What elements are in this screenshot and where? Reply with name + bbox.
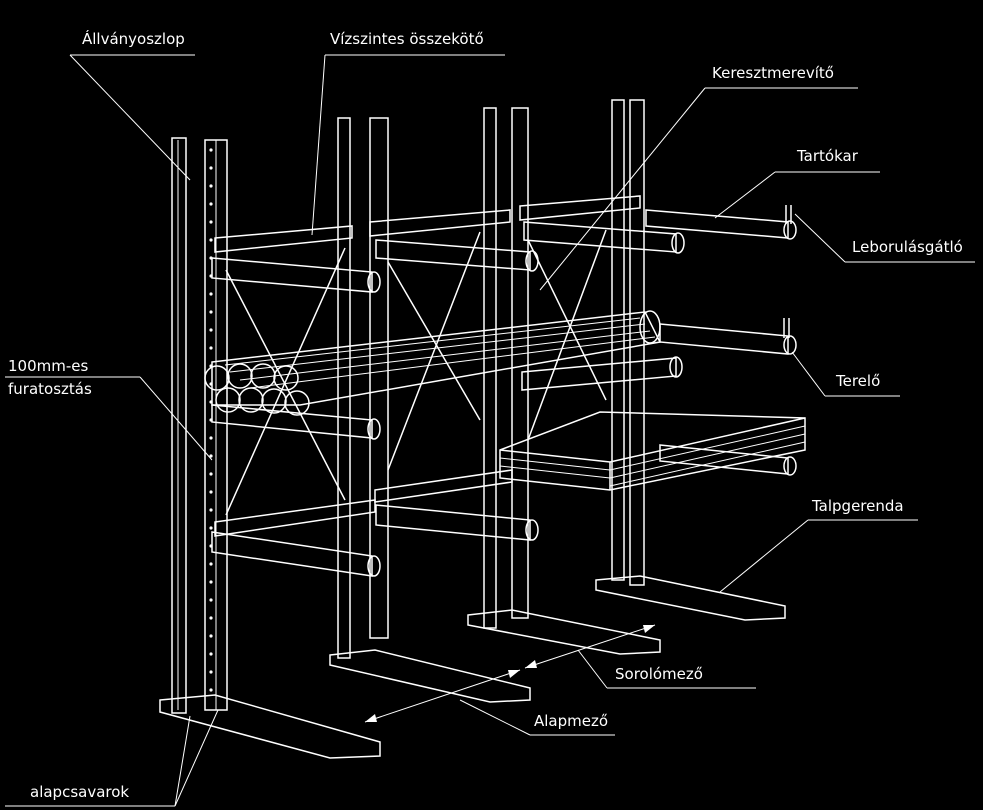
- column-hole: [209, 634, 213, 638]
- column-hole: [209, 454, 213, 458]
- column-hole: [209, 328, 213, 332]
- label-base-bay: Alapmező: [534, 712, 608, 730]
- column-hole: [209, 580, 213, 584]
- column-hole: [209, 166, 213, 170]
- column-hole: [209, 148, 213, 152]
- column-hole: [209, 310, 213, 314]
- column-hole: [209, 202, 213, 206]
- column-hole: [209, 598, 213, 602]
- label-intermediate-bay: Sorolómező: [615, 665, 703, 683]
- label-horizontal-connector: Vízszintes összekötő: [330, 30, 484, 48]
- column-hole: [209, 472, 213, 476]
- column-hole: [209, 346, 213, 350]
- column-hole: [209, 292, 213, 296]
- label-support-arm: Tartókar: [796, 147, 859, 165]
- column-hole: [209, 670, 213, 674]
- rack-columns: [171, 99, 645, 714]
- column-hole: [209, 652, 213, 656]
- horizontal-connectors: [214, 195, 641, 537]
- bay-dimension-arrows: [364, 624, 656, 723]
- label-column: Állványoszlop: [82, 29, 185, 48]
- column-holes: [209, 148, 213, 692]
- label-deflector: Terelő: [835, 372, 880, 390]
- label-base-beam: Talpgerenda: [811, 497, 904, 515]
- labels: Állványoszlop Vízszintes összekötő Keres…: [8, 29, 963, 801]
- column-hole: [209, 688, 213, 692]
- label-cross-brace: Keresztmerevítő: [712, 64, 834, 82]
- column-hole: [209, 436, 213, 440]
- column-hole: [209, 526, 213, 530]
- column-hole: [209, 238, 213, 242]
- column-hole: [209, 562, 213, 566]
- label-anchor-bolts: alapcsavarok: [30, 783, 129, 801]
- column-hole: [209, 220, 213, 224]
- board-stack: [499, 411, 806, 491]
- column-hole: [209, 184, 213, 188]
- column-hole: [209, 508, 213, 512]
- label-hole-pitch-line1: 100mm-es: [8, 357, 88, 375]
- pipe-bundle: [204, 310, 662, 416]
- column-hole: [209, 490, 213, 494]
- anti-tip-stops: [783, 205, 792, 338]
- column-hole: [209, 616, 213, 620]
- label-anti-tip-stop: Leborulásgátló: [852, 238, 963, 256]
- base-beams: [159, 575, 786, 759]
- label-hole-pitch-line2: furatosztás: [8, 380, 92, 398]
- cross-braces: [225, 229, 607, 516]
- support-arms: [211, 209, 797, 577]
- leader-lines: [5, 54, 975, 807]
